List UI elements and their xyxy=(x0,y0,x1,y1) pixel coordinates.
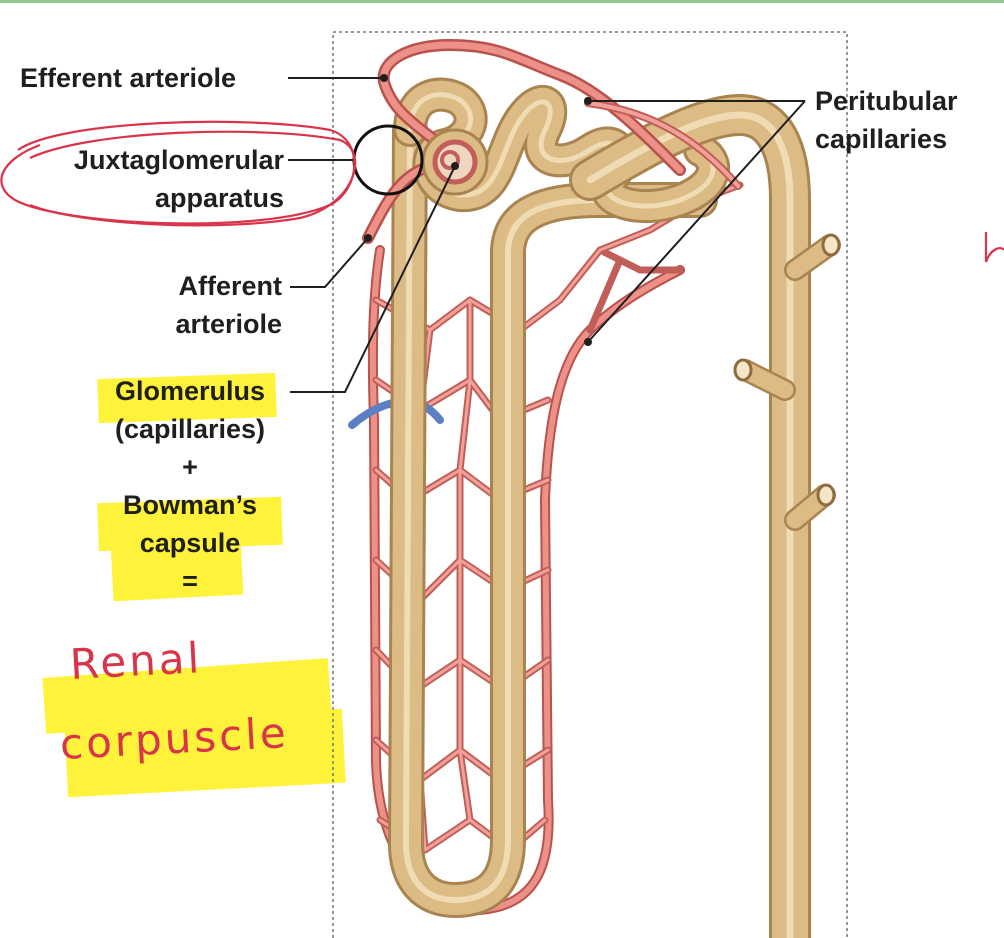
label-afferent-line1: Afferent xyxy=(178,271,282,301)
label-afferent-arteriole: Afferent arteriole xyxy=(130,267,282,343)
label-peritubular-line1: Peritubular xyxy=(815,86,958,116)
label-peritubular-line2: capillaries xyxy=(815,124,948,154)
figure-frame xyxy=(332,31,848,938)
duct-openings xyxy=(733,233,841,507)
label-plus: + xyxy=(182,452,198,482)
label-efferent-arteriole: Efferent arteriole xyxy=(20,63,237,93)
label-juxtaglomerular-line1: Juxtaglomerular xyxy=(73,145,284,175)
label-juxtaglomerular: Juxtaglomerular apparatus xyxy=(30,141,284,217)
label-equals: = xyxy=(182,566,198,596)
handwritten-renal: Renal xyxy=(68,633,204,689)
label-renal-corpuscle-formula: Glomerulus (capillaries) + Bowman’s caps… xyxy=(90,372,290,600)
label-juxtaglomerular-line2: apparatus xyxy=(154,183,284,213)
label-afferent-line2: arteriole xyxy=(175,309,282,339)
label-glomerulus-sub: (capillaries) xyxy=(114,414,266,444)
leader-peritubular-2 xyxy=(587,100,806,343)
leader-afferent xyxy=(290,237,369,288)
label-bowmans: Bowman’s xyxy=(122,490,258,520)
ink-fragment xyxy=(984,232,1004,263)
leader-glomerulus xyxy=(290,165,456,393)
ink-loop-annotation xyxy=(0,120,357,227)
label-peritubular-capillaries: Peritubular capillaries xyxy=(815,82,958,158)
window-top-border xyxy=(0,0,1004,3)
label-glomerulus: Glomerulus xyxy=(114,376,266,406)
leader-lines xyxy=(288,77,806,393)
label-capsule: capsule xyxy=(139,528,241,558)
